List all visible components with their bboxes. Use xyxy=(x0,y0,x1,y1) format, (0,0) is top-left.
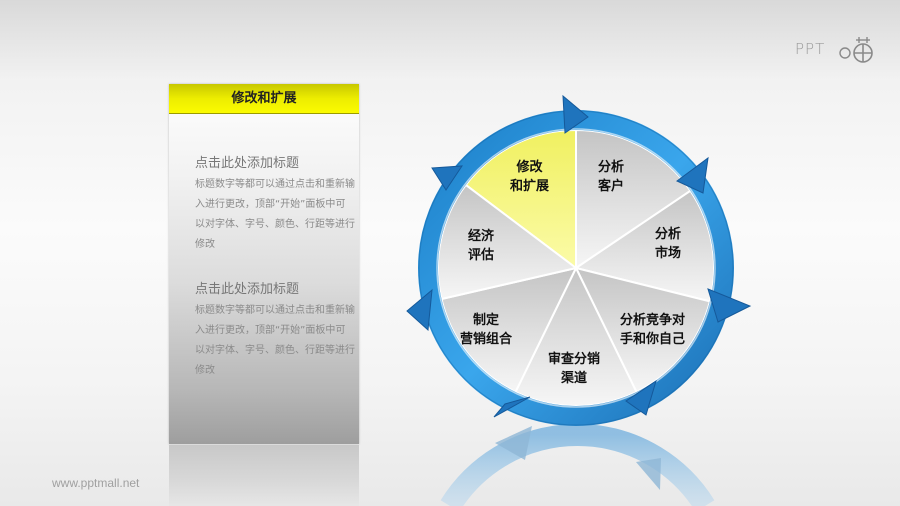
segment-label-analyze-competitors[interactable]: 分析竞争对手和你自己 xyxy=(620,313,686,347)
segment-label-marketing-mix[interactable]: 制定营销组合 xyxy=(460,313,513,347)
cycle-arrows xyxy=(406,94,752,418)
panel-header[interactable]: 修改和扩展 xyxy=(169,84,359,114)
segments xyxy=(437,128,715,407)
info-panel: 修改和扩展 点击此处添加标题 标题数字等都可以通过点击和重新输入进行更改，顶部“… xyxy=(169,84,359,444)
segment-label-modify-expand[interactable]: 修改和扩展 xyxy=(510,160,550,194)
arrow-icon xyxy=(676,156,709,194)
segment-label-analyze-market[interactable]: 分析市场 xyxy=(655,227,682,261)
pie-segment[interactable] xyxy=(440,266,578,394)
pie-segment[interactable] xyxy=(514,265,638,407)
ppt-logo: PPT xyxy=(795,36,875,64)
pie-segment[interactable] xyxy=(574,266,712,394)
segment-label-analyze-customers[interactable]: 分析客户 xyxy=(598,160,625,194)
segment-label-review-channels[interactable]: 审查分销渠道 xyxy=(548,352,601,386)
arrow-icon xyxy=(406,288,433,332)
block-title[interactable]: 点击此处添加标题 xyxy=(195,156,300,171)
block-body[interactable]: 标题数字等都可以通过点击和重新输入进行更改，顶部“开始”面板中可以对字体、字号、… xyxy=(195,305,355,376)
watermark: www.pptmall.net xyxy=(52,476,140,490)
block-body[interactable]: 标题数字等都可以通过点击和重新输入进行更改，顶部“开始”面板中可以对字体、字号、… xyxy=(195,179,355,250)
arrow-icon xyxy=(493,396,531,418)
logo-text: PPT xyxy=(795,40,826,58)
panel-reflection xyxy=(169,445,359,506)
block-title[interactable]: 点击此处添加标题 xyxy=(195,282,300,297)
arrow-icon xyxy=(431,165,463,191)
arrow-icon xyxy=(625,379,657,416)
arrow-icon xyxy=(707,288,752,323)
ppt-mall-logo-icon xyxy=(839,37,873,63)
segment-label-economic-eval[interactable]: 经济评估 xyxy=(468,229,495,263)
text-block-1[interactable]: 点击此处添加标题 标题数字等都可以通过点击和重新输入进行更改，顶部“开始”面板中… xyxy=(195,152,355,255)
text-block-2[interactable]: 点击此处添加标题 标题数字等都可以通过点击和重新输入进行更改，顶部“开始”面板中… xyxy=(195,278,355,381)
ring-reflection xyxy=(440,424,715,506)
pie-segment[interactable] xyxy=(437,183,579,301)
arrow-icon xyxy=(562,94,589,134)
